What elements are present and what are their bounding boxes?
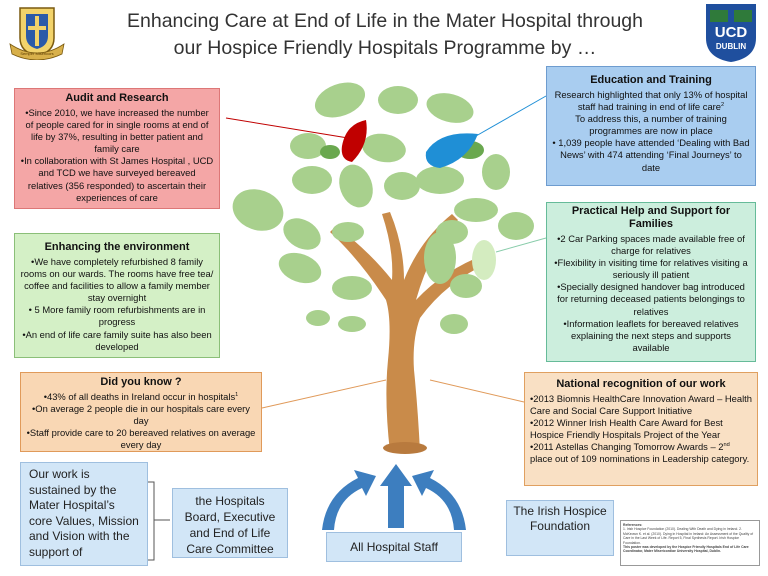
title-line-1: Enhancing Care at End of Life in the Mat…: [127, 10, 643, 32]
irish-hospice-box: The Irish Hospice Foundation: [506, 500, 614, 556]
sustained-text-box: Our work is sustained by the Mater Hospi…: [20, 462, 148, 566]
audit-item: •In collaboration with St James Hospital…: [20, 155, 214, 203]
national-item: •2013 Biomnis HealthCare Innovation Awar…: [530, 393, 752, 417]
references-heading: References:: [623, 523, 643, 527]
crest-motto: Semper Misericors: [20, 51, 54, 56]
environment-box: Enhancing the environment •We have compl…: [14, 233, 220, 358]
national-connector-line: [429, 379, 525, 403]
mater-hospital-crest-icon: Semper Misericors: [6, 4, 68, 61]
board-box: the Hospitals Board, Executive and End o…: [172, 488, 288, 558]
hospital-staff-box: All Hospital Staff: [326, 532, 462, 562]
practical-item: •Information leaflets for bereaved relat…: [563, 317, 739, 353]
audit-item: •Since 2010, we have increased the numbe…: [25, 107, 209, 155]
education-connector-line: [475, 95, 547, 137]
trunk-base: [383, 442, 427, 454]
references-box: References: 1. Irish Hospice Foundation …: [620, 520, 760, 566]
dublin-wordmark: DUBLIN: [715, 42, 747, 51]
references-contact: This poster was developed by the Hospice…: [623, 545, 749, 554]
audit-research-box: Audit and Research •Since 2010, we have …: [14, 88, 220, 209]
education-para: • 1,039 people have attended ‘Dealing wi…: [552, 137, 750, 173]
up-arrow-icon: [380, 464, 412, 528]
ucd-dublin-crest-icon: UCD DUBLIN: [700, 2, 762, 64]
dyk-item: •Staff provide care to 20 bereaved relat…: [26, 427, 256, 451]
right-arrow-icon: [412, 470, 466, 530]
page-title: Enhancing Care at End of Life in the Mat…: [80, 8, 690, 62]
ucd-wordmark: UCD: [714, 24, 748, 41]
dyk-item: •On average 2 people die in our hospital…: [32, 403, 250, 427]
title-line-2: our Hospice Friendly Hospitals Programme…: [173, 37, 597, 59]
national-item: •2011 Astellas Changing Tomorrow Awards …: [530, 441, 750, 465]
dyk-connector-line: [261, 379, 387, 409]
red-leaf: [341, 120, 367, 162]
practical-item: •Flexibility in visiting time for relati…: [554, 257, 748, 281]
education-para: Research highlighted that only 13% of ho…: [554, 89, 748, 113]
practical-item: •Specially designed handover bag introdu…: [557, 281, 745, 317]
education-para: To address this, a number of training pr…: [575, 113, 727, 137]
environment-item: •An end of life care family suite has al…: [22, 328, 212, 352]
practical-connector-line: [495, 237, 547, 253]
education-training-box: Education and Training Research highligh…: [546, 66, 756, 186]
dyk-item: •43% of all deaths in Ireland occur in h…: [43, 391, 239, 402]
did-you-know-box: Did you know ? •43% of all deaths in Ire…: [20, 372, 262, 452]
blue-leaf: [425, 133, 478, 168]
national-recognition-box: National recognition of our work •2013 B…: [524, 372, 758, 486]
national-item: •2012 Winner Irish Health Care Award for…: [530, 417, 723, 441]
environment-item: •We have completely refurbished 8 family…: [20, 256, 214, 304]
education-heading: Education and Training: [590, 74, 712, 86]
audit-heading: Audit and Research: [65, 92, 169, 104]
audit-connector-line: [225, 117, 349, 139]
support-arrows: [322, 464, 466, 530]
environment-item: • 5 More family room refurbishments are …: [28, 304, 206, 328]
tree-trunk: [330, 212, 490, 452]
environment-heading: Enhancing the environment: [44, 241, 190, 253]
bracket-shape: [148, 481, 155, 561]
practical-help-box: Practical Help and Support for Families …: [546, 202, 756, 362]
pale-leaf: [472, 240, 496, 280]
practical-item: •2 Car Parking spaces made available fre…: [557, 233, 745, 257]
practical-heading: Practical Help and Support for Families: [571, 205, 731, 230]
left-arrow-icon: [322, 470, 376, 530]
national-heading: National recognition of our work: [556, 378, 726, 390]
references-text: 1. Irish Hospice Foundation (2010). Deal…: [623, 527, 754, 545]
dyk-heading: Did you know ?: [100, 376, 182, 388]
tree-leaves: [232, 82, 534, 334]
